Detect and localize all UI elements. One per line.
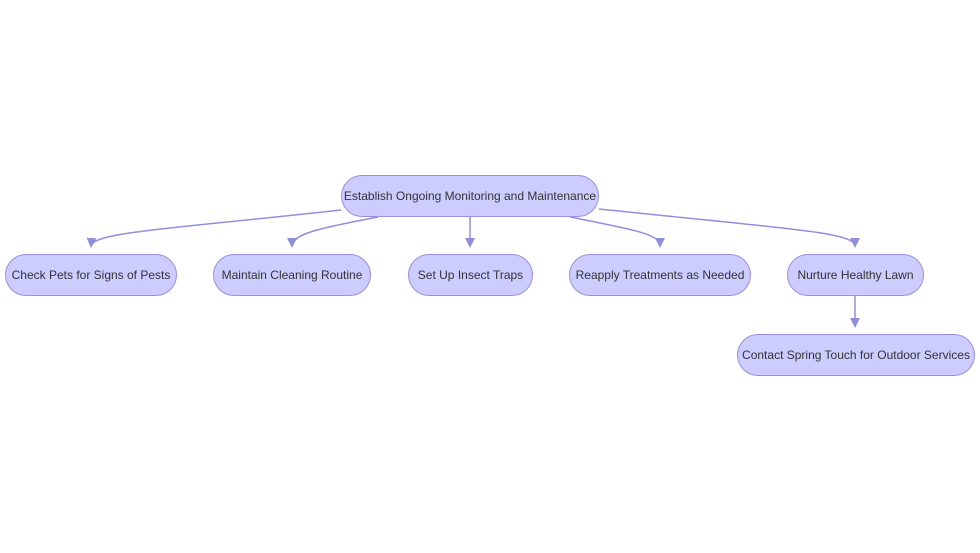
edge-root-to-lawn xyxy=(598,208,860,248)
node-label: Maintain Cleaning Routine xyxy=(221,268,363,282)
node-check-pets: Check Pets for Signs of Pests xyxy=(5,254,177,296)
edge-root-to-clean xyxy=(287,216,379,248)
node-reapply-treatments: Reapply Treatments as Needed xyxy=(569,254,751,296)
node-establish-monitoring: Establish Ongoing Monitoring and Mainten… xyxy=(341,175,599,217)
node-insect-traps: Set Up Insect Traps xyxy=(408,254,533,296)
node-cleaning-routine: Maintain Cleaning Routine xyxy=(213,254,371,296)
node-label: Nurture Healthy Lawn xyxy=(797,268,914,282)
node-label: Set Up Insect Traps xyxy=(417,268,524,282)
edge-root-to-pets xyxy=(86,209,342,248)
node-label: Establish Ongoing Monitoring and Mainten… xyxy=(343,189,597,203)
node-label: Contact Spring Touch for Outdoor Service… xyxy=(742,348,970,362)
node-label: Reapply Treatments as Needed xyxy=(575,268,745,282)
node-label: Check Pets for Signs of Pests xyxy=(11,268,171,282)
edge-root-to-reapply xyxy=(569,216,665,248)
node-healthy-lawn: Nurture Healthy Lawn xyxy=(787,254,924,296)
node-contact-spring-touch: Contact Spring Touch for Outdoor Service… xyxy=(737,334,975,376)
